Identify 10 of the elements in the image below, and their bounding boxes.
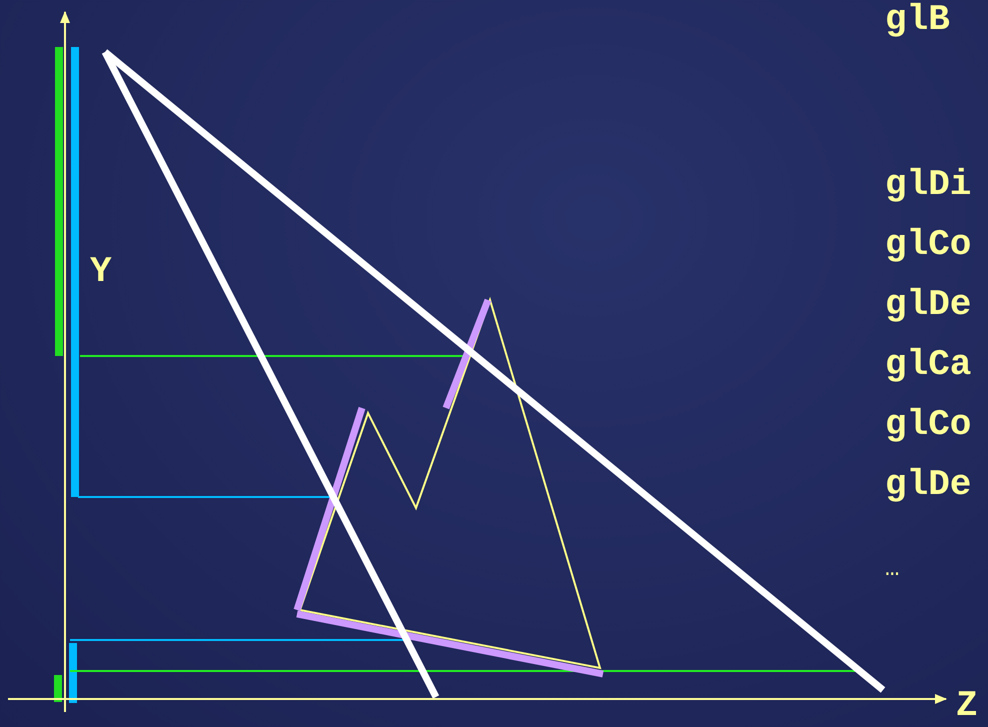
y-axis-label: Y bbox=[90, 252, 112, 292]
code-line: glDe bbox=[885, 465, 972, 505]
code-line: glCo bbox=[885, 225, 972, 265]
code-line: glCa bbox=[885, 345, 972, 385]
code-line: glCo bbox=[885, 405, 972, 445]
z-axis-label: Z bbox=[956, 686, 978, 726]
code-line: glDi bbox=[885, 165, 972, 205]
code-line: glB bbox=[885, 0, 950, 40]
code-line: glDe bbox=[885, 285, 972, 325]
ellipsis-text: … bbox=[885, 555, 900, 585]
